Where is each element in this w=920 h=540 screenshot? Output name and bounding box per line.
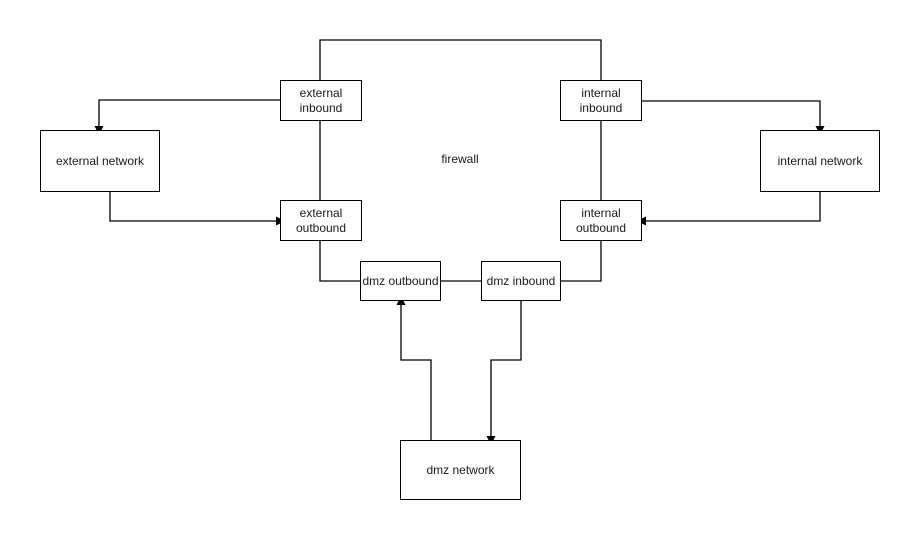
node-dmz-outbound[interactable]: dmz outbound bbox=[360, 261, 441, 301]
node-dmz-network[interactable]: dmz network bbox=[400, 440, 521, 500]
edge-external-network-to-external-outbound bbox=[109, 192, 276, 222]
node-external-outbound[interactable]: external outbound bbox=[280, 200, 362, 241]
edge-dmz-inbound-to-dmz-network bbox=[490, 301, 522, 436]
edge-dmz-network-to-dmz-outbound bbox=[400, 305, 432, 440]
firewall-label: firewall bbox=[441, 151, 479, 166]
node-external-inbound[interactable]: external inbound bbox=[280, 80, 362, 121]
edge-internal-network-to-internal-outbound bbox=[646, 192, 821, 222]
node-internal-network[interactable]: internal network bbox=[760, 130, 880, 192]
node-internal-inbound[interactable]: internal inbound bbox=[560, 80, 642, 121]
node-external-network[interactable]: external network bbox=[40, 130, 160, 192]
edge-dmz-inbound-to-internal-outbound bbox=[561, 241, 602, 282]
node-internal-outbound[interactable]: internal outbound bbox=[560, 200, 642, 241]
edge-internal-inbound-to-internal-network bbox=[642, 100, 821, 126]
edge-external-inbound-to-external-network bbox=[98, 99, 280, 126]
edge-external-inbound-to-internal-inbound bbox=[319, 39, 602, 80]
node-dmz-inbound[interactable]: dmz inbound bbox=[481, 261, 561, 301]
edge-external-outbound-to-dmz-outbound bbox=[319, 241, 360, 282]
